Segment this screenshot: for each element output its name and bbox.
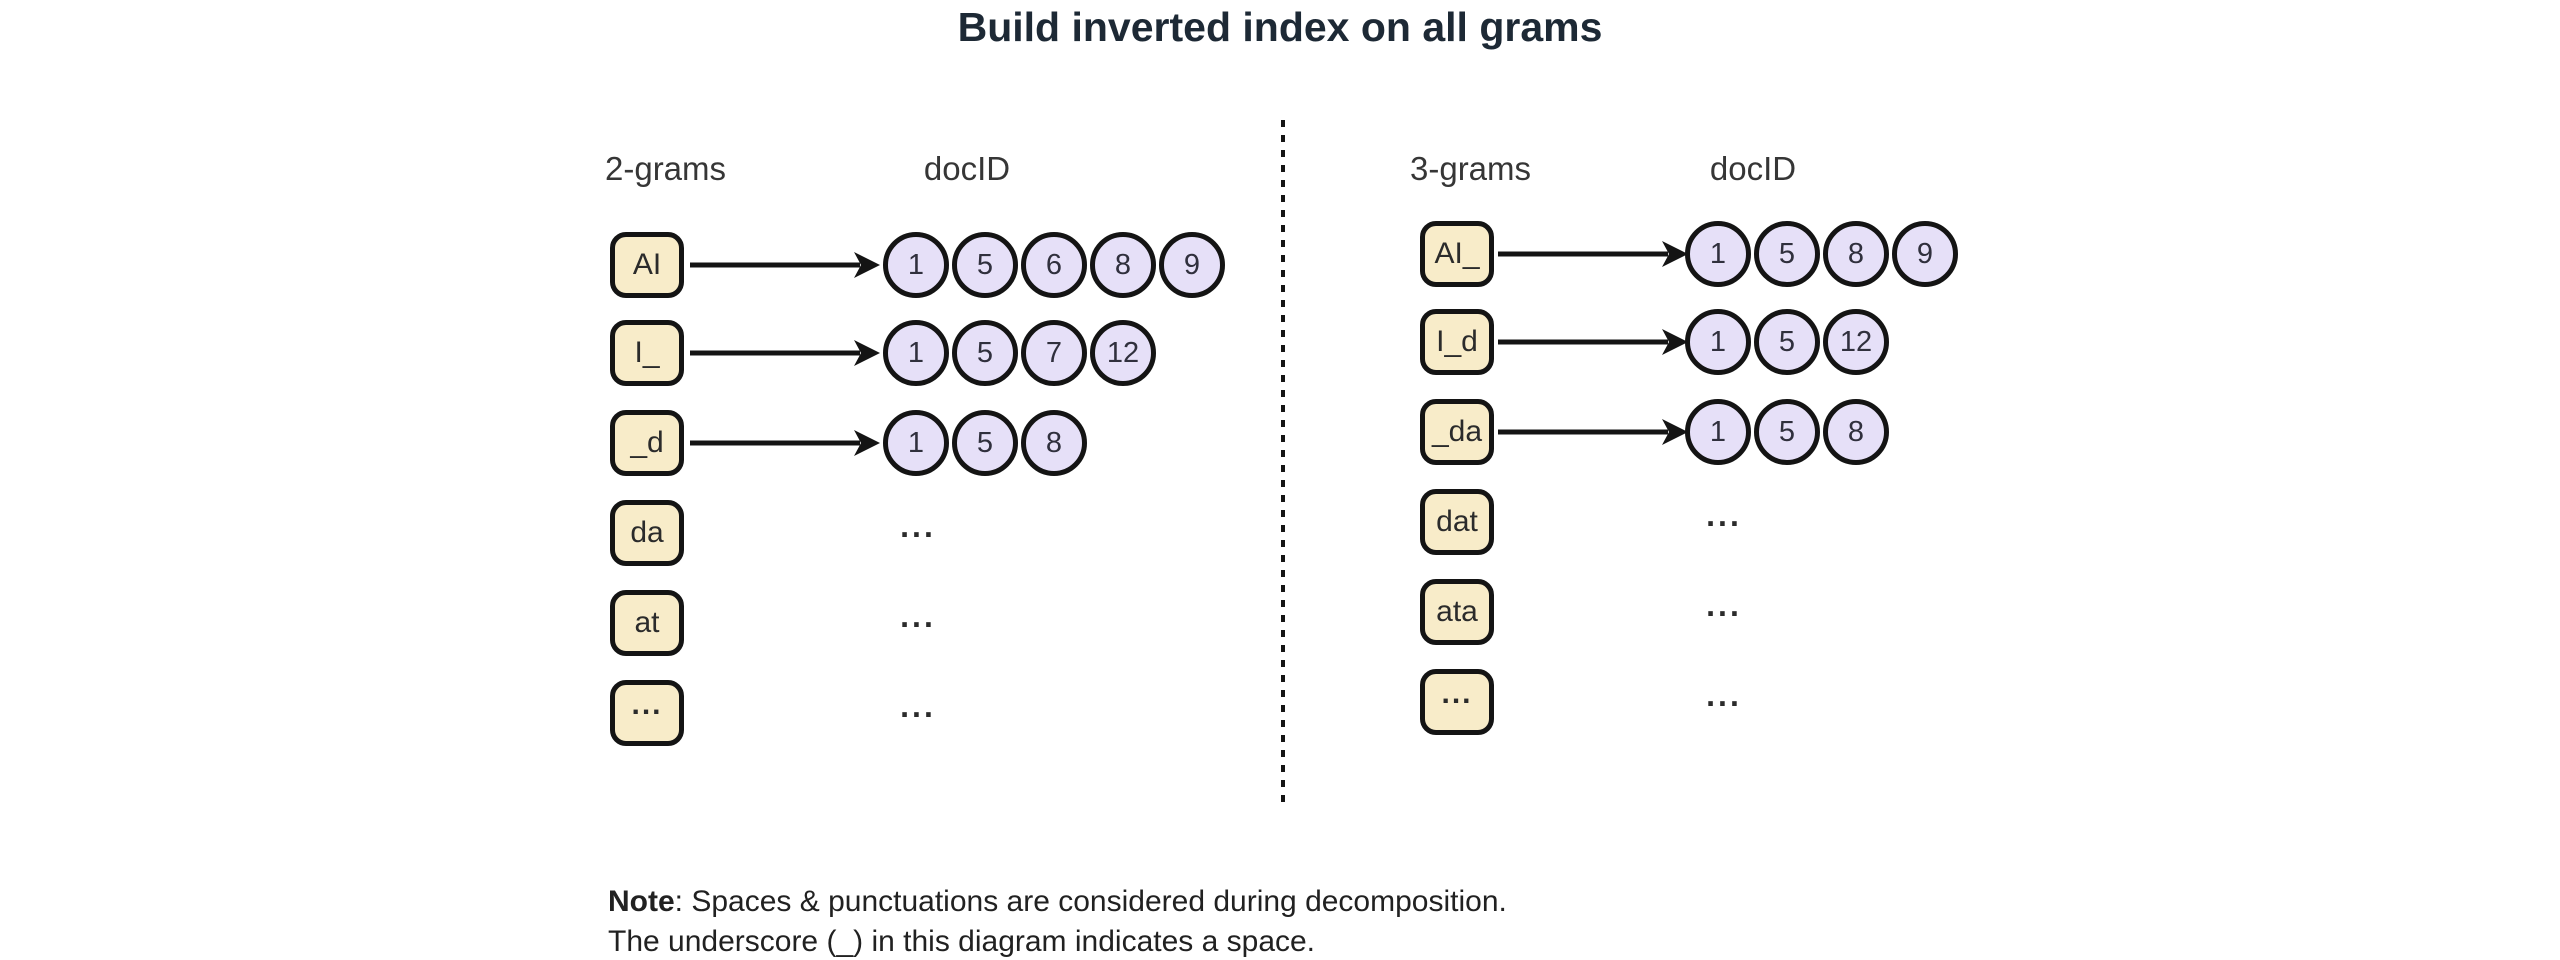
footnote-line-2: The underscore (_) in this diagram indic…	[608, 925, 1316, 958]
docid-circle: 12	[1090, 320, 1156, 386]
gram-box: AI	[610, 232, 684, 298]
gram-label: I_d	[1436, 325, 1478, 358]
right-docid-header: docID	[1709, 150, 1797, 187]
gram-box: _d	[610, 410, 684, 476]
gram-label: ...	[631, 688, 663, 721]
docid-circle: 1	[883, 410, 949, 476]
gram-box: ...	[610, 680, 684, 746]
docid-ellipsis: ...	[1706, 497, 1742, 533]
footnote-label: Note	[608, 885, 675, 918]
footnote-text: : Spaces & punctuations are considered d…	[674, 885, 1507, 918]
gram-box: ata	[1420, 579, 1494, 645]
left-grams-header: 2-grams	[605, 150, 727, 187]
docid-ellipsis: ...	[1706, 587, 1742, 623]
gram-label: at	[634, 606, 660, 639]
docid-ellipsis: ...	[1706, 677, 1742, 713]
docid-list: 1 5 8	[883, 410, 1087, 476]
docid-circle: 5	[1754, 309, 1820, 375]
gram-label: dat	[1436, 505, 1478, 538]
docid-list: 1 5 6 8 9	[883, 232, 1225, 298]
docid-circle: 5	[1754, 221, 1820, 287]
arrow-right-icon	[690, 252, 880, 278]
gram-label: _d	[630, 426, 664, 459]
docid-circle: 5	[952, 320, 1018, 386]
docid-circle: 1	[1685, 399, 1751, 465]
gram-label: ...	[1441, 677, 1473, 710]
gram-box: at	[610, 590, 684, 656]
docid-circle: 5	[952, 232, 1018, 298]
docid-ellipsis: ...	[900, 508, 936, 544]
arrow-right-icon	[690, 430, 880, 456]
docid-circle: 6	[1021, 232, 1087, 298]
docid-circle: 8	[1090, 232, 1156, 298]
arrow-right-icon	[1498, 419, 1688, 445]
arrow-right-icon	[1498, 241, 1688, 267]
gram-box: _da	[1420, 399, 1494, 465]
gram-box: AI_	[1420, 221, 1494, 287]
docid-ellipsis: ...	[900, 598, 936, 634]
docid-ellipsis: ...	[900, 688, 936, 724]
gram-box: ...	[1420, 669, 1494, 735]
gram-label: _da	[1431, 415, 1483, 448]
docid-list: 1 5 8 9	[1685, 221, 1958, 287]
gram-label: da	[630, 516, 664, 549]
docid-circle: 9	[1159, 232, 1225, 298]
docid-circle: 12	[1823, 309, 1889, 375]
docid-circle: 8	[1823, 221, 1889, 287]
docid-list: 1 5 12	[1685, 309, 1889, 375]
footnote-line-1: Note: Spaces & punctuations are consider…	[608, 882, 1507, 922]
gram-label: AI_	[1434, 237, 1480, 270]
docid-circle: 1	[883, 232, 949, 298]
gram-label: I_	[634, 336, 660, 369]
gram-box: da	[610, 500, 684, 566]
footnote: Note: Spaces & punctuations are consider…	[608, 882, 1507, 960]
gram-box: I_d	[1420, 309, 1494, 375]
docid-circle: 9	[1892, 221, 1958, 287]
docid-circle: 1	[883, 320, 949, 386]
gram-box: I_	[610, 320, 684, 386]
docid-list: 1 5 7 12	[883, 320, 1156, 386]
docid-circle: 7	[1021, 320, 1087, 386]
docid-circle: 8	[1823, 399, 1889, 465]
docid-circle: 5	[952, 410, 1018, 476]
section-divider	[1281, 120, 1285, 805]
docid-list: 1 5 8	[1685, 399, 1889, 465]
left-docid-header: docID	[923, 150, 1011, 187]
docid-circle: 5	[1754, 399, 1820, 465]
gram-label: AI	[632, 248, 662, 281]
page-title: Build inverted index on all grams	[957, 4, 1603, 50]
right-grams-header: 3-grams	[1410, 150, 1532, 187]
docid-circle: 1	[1685, 221, 1751, 287]
gram-label: ata	[1436, 595, 1478, 628]
docid-circle: 8	[1021, 410, 1087, 476]
arrow-right-icon	[1498, 329, 1688, 355]
docid-circle: 1	[1685, 309, 1751, 375]
gram-box: dat	[1420, 489, 1494, 555]
arrow-right-icon	[690, 340, 880, 366]
